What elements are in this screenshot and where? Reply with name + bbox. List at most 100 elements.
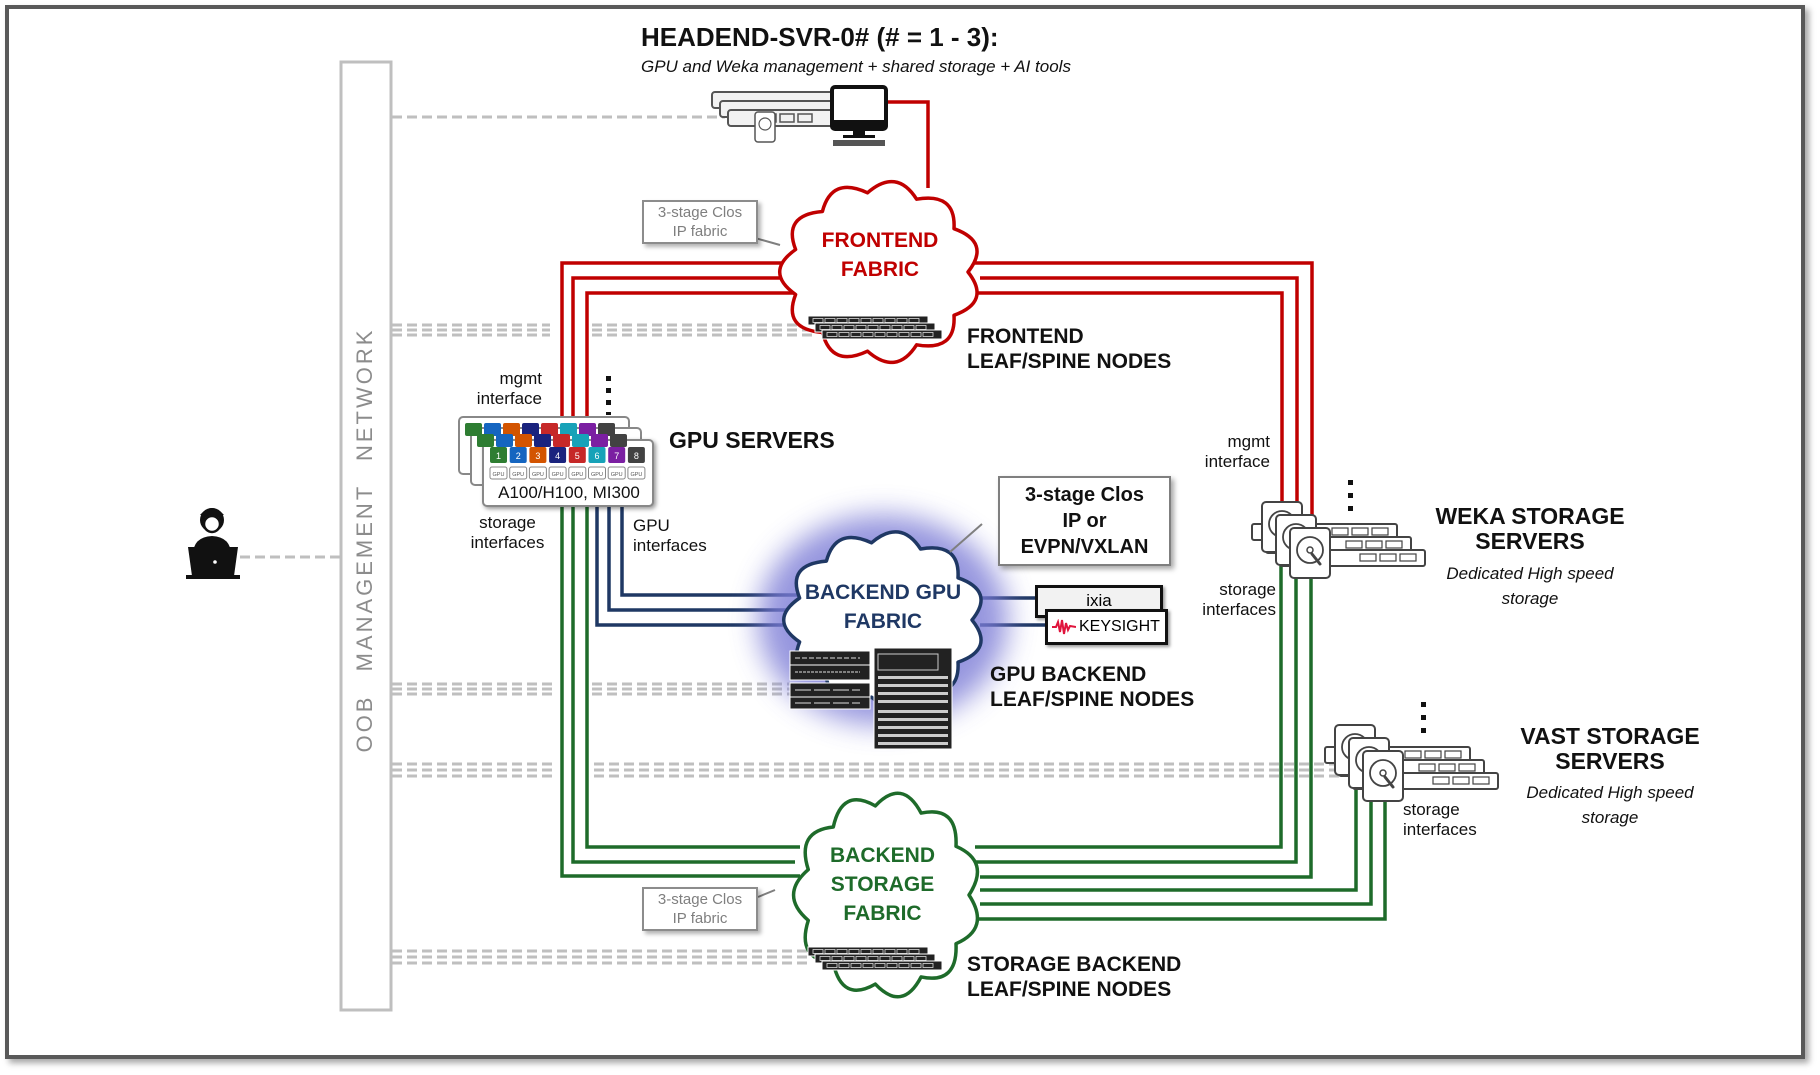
backend-storage-fabric-cloud xyxy=(791,791,980,999)
storage-clos-line1: 3-stage Clos xyxy=(657,891,743,908)
gpu-mgmt-line2: interface xyxy=(476,389,542,408)
keysight-test-appliance: KEYSIGHT xyxy=(1045,609,1168,645)
weka-server-stack-icon xyxy=(1251,501,1426,579)
gpu-servers-title: GPU SERVERS xyxy=(669,427,835,453)
gpu-if-link-2 xyxy=(607,505,790,612)
headend-to-frontend-link xyxy=(885,100,930,188)
oob-dashed-links xyxy=(240,115,1340,965)
keysight-wave-icon xyxy=(1052,618,1077,634)
gpu-chip xyxy=(509,466,528,480)
weka-mgmt-line1: mgmt xyxy=(1227,432,1271,451)
backend-gpu-fabric-label: BACKEND GPU FABRIC xyxy=(798,580,968,634)
gpu-if-line1: GPU xyxy=(633,516,670,535)
weka-mgmt-line2: interface xyxy=(1204,452,1270,471)
weka-mgmt-link-3 xyxy=(975,291,1284,505)
hard-disk-icon xyxy=(754,111,776,143)
weka-mgmt-interface-label: mgmt interface xyxy=(1180,432,1270,472)
gpu-slot-number: 4 xyxy=(555,451,560,461)
oob-link-vast xyxy=(392,762,1340,778)
frontend-nodes-line2: LEAF/SPINE NODES xyxy=(967,350,1172,373)
backend-storage-line3: FABRIC xyxy=(843,902,922,925)
weka-more-servers-ellipsis-icon xyxy=(1348,480,1353,511)
svg-text:GPU: GPU xyxy=(532,472,544,478)
gpu-slot-number: 5 xyxy=(575,451,580,461)
weka-storage-line2: interfaces xyxy=(1202,600,1276,619)
cloud-outline xyxy=(791,791,980,999)
gpu-slot xyxy=(509,447,527,463)
oob-network-label: OOB MANAGEMENT NETWORK xyxy=(352,327,377,753)
gpu-backend-nodes-label: GPU BACKEND LEAF/SPINE NODES xyxy=(990,662,1194,712)
gpu-storage-interfaces-label: storage interfaces xyxy=(460,513,555,553)
gpu-slot xyxy=(568,447,586,463)
storage-backend-nodes-label: STORAGE BACKEND LEAF/SPINE NODES xyxy=(967,952,1181,1002)
gpu-slot xyxy=(490,447,507,463)
chassis-switch-icon xyxy=(873,647,953,750)
backend-gpu-line2: FABRIC xyxy=(843,610,923,633)
vast-server-stack-icon xyxy=(1324,724,1499,802)
svg-text:GPU: GPU xyxy=(512,472,524,478)
monitor-icon xyxy=(830,85,888,146)
frontend-nodes-label: FRONTEND LEAF/SPINE NODES xyxy=(967,324,1171,374)
weka-storage-interfaces-label: storage interfaces xyxy=(1180,580,1276,620)
weka-mgmt-link-1 xyxy=(975,261,1314,520)
gpu-slot xyxy=(529,447,547,463)
frontend-fabric-label-line1: FRONTEND xyxy=(821,229,939,252)
vast-more-servers-ellipsis-icon xyxy=(1421,702,1426,733)
weka-desc-line1: Dedicated High speed xyxy=(1446,564,1614,583)
frontend-clos-line1: 3-stage Clos xyxy=(657,204,743,221)
weka-title-line2: SERVERS xyxy=(1475,528,1585,554)
vast-storage-line1: storage xyxy=(1403,800,1460,819)
headend-server-stack-icon xyxy=(711,91,854,143)
gpu-mgmt-link-2 xyxy=(571,276,795,420)
headend-title: HEADEND-SVR-0# (# = 1 - 3): xyxy=(641,22,999,52)
gpu-clos-leader xyxy=(949,523,983,553)
gpu-storage-link-2 xyxy=(571,505,795,864)
gpu-slot-number: 1 xyxy=(496,451,501,461)
vast-storage-interfaces-label: storage interfaces xyxy=(1403,800,1477,840)
frontend-clos-callout: 3-stage Clos IP fabric xyxy=(642,200,758,244)
switch-unit xyxy=(821,960,943,971)
gpu-mgmt-link-3 xyxy=(585,291,800,420)
gpu-chip xyxy=(528,466,547,480)
vast-storage-link-2 xyxy=(980,795,1373,906)
vast-title-line1: VAST STORAGE xyxy=(1520,723,1700,749)
oob-network-box xyxy=(339,60,393,1012)
weka-storage-link-2 xyxy=(975,570,1298,864)
gpu-clos-line1: 3-stage Clos xyxy=(1025,484,1144,506)
gpu-backend-nodes-line2: LEAF/SPINE NODES xyxy=(990,688,1195,711)
frontend-fabric-label: FRONTEND FABRIC xyxy=(815,228,945,282)
frontend-fabric-label-line2: FABRIC xyxy=(840,258,920,281)
gpu-interfaces-label: GPU interfaces xyxy=(633,516,707,556)
backend-storage-line1: BACKEND xyxy=(830,844,935,867)
gpu-slot xyxy=(608,447,626,463)
frontend-nodes-line1: FRONTEND xyxy=(967,325,1084,348)
vast-title: VAST STORAGE SERVERS xyxy=(1510,724,1710,774)
svg-text:GPU: GPU xyxy=(611,472,623,478)
gpu-mgmt-interface-label: mgmt interface xyxy=(450,369,542,409)
oob-link-storage-nodes xyxy=(392,949,810,965)
vast-storage-link-3 xyxy=(975,795,1387,921)
gpu-mgmt-link-1 xyxy=(560,261,800,420)
svg-text:GPU: GPU xyxy=(493,472,505,478)
vast-storage-line2: interfaces xyxy=(1403,820,1477,839)
storage-clos-callout: 3-stage Clos IP fabric xyxy=(642,887,758,931)
weka-title: WEKA STORAGE SERVERS xyxy=(1430,504,1630,554)
gpu-if-link-1 xyxy=(620,505,800,597)
storage-backend-nodes-line2: LEAF/SPINE NODES xyxy=(967,978,1172,1001)
gpu-slot-number: 8 xyxy=(634,451,639,461)
svg-text:GPU: GPU xyxy=(630,472,642,478)
weka-mgmt-link-2 xyxy=(980,276,1299,510)
storage-clos-line2: IP fabric xyxy=(672,910,728,927)
gpu-clos-line3: EVPN/VXLAN xyxy=(1020,536,1149,558)
headend-subtitle: GPU and Weka management + shared storage… xyxy=(641,57,1071,76)
gpu-if-line2: interfaces xyxy=(633,536,707,555)
gpu-chip xyxy=(607,466,626,480)
gpu-clos-callout: 3-stage Clos IP or EVPN/VXLAN xyxy=(998,476,1171,566)
gpu-chip xyxy=(489,466,508,480)
gpu-mgmt-line1: mgmt xyxy=(499,369,543,388)
gpu-slot-number: 3 xyxy=(535,451,540,461)
oob-link-frontend-nodes xyxy=(392,323,815,337)
